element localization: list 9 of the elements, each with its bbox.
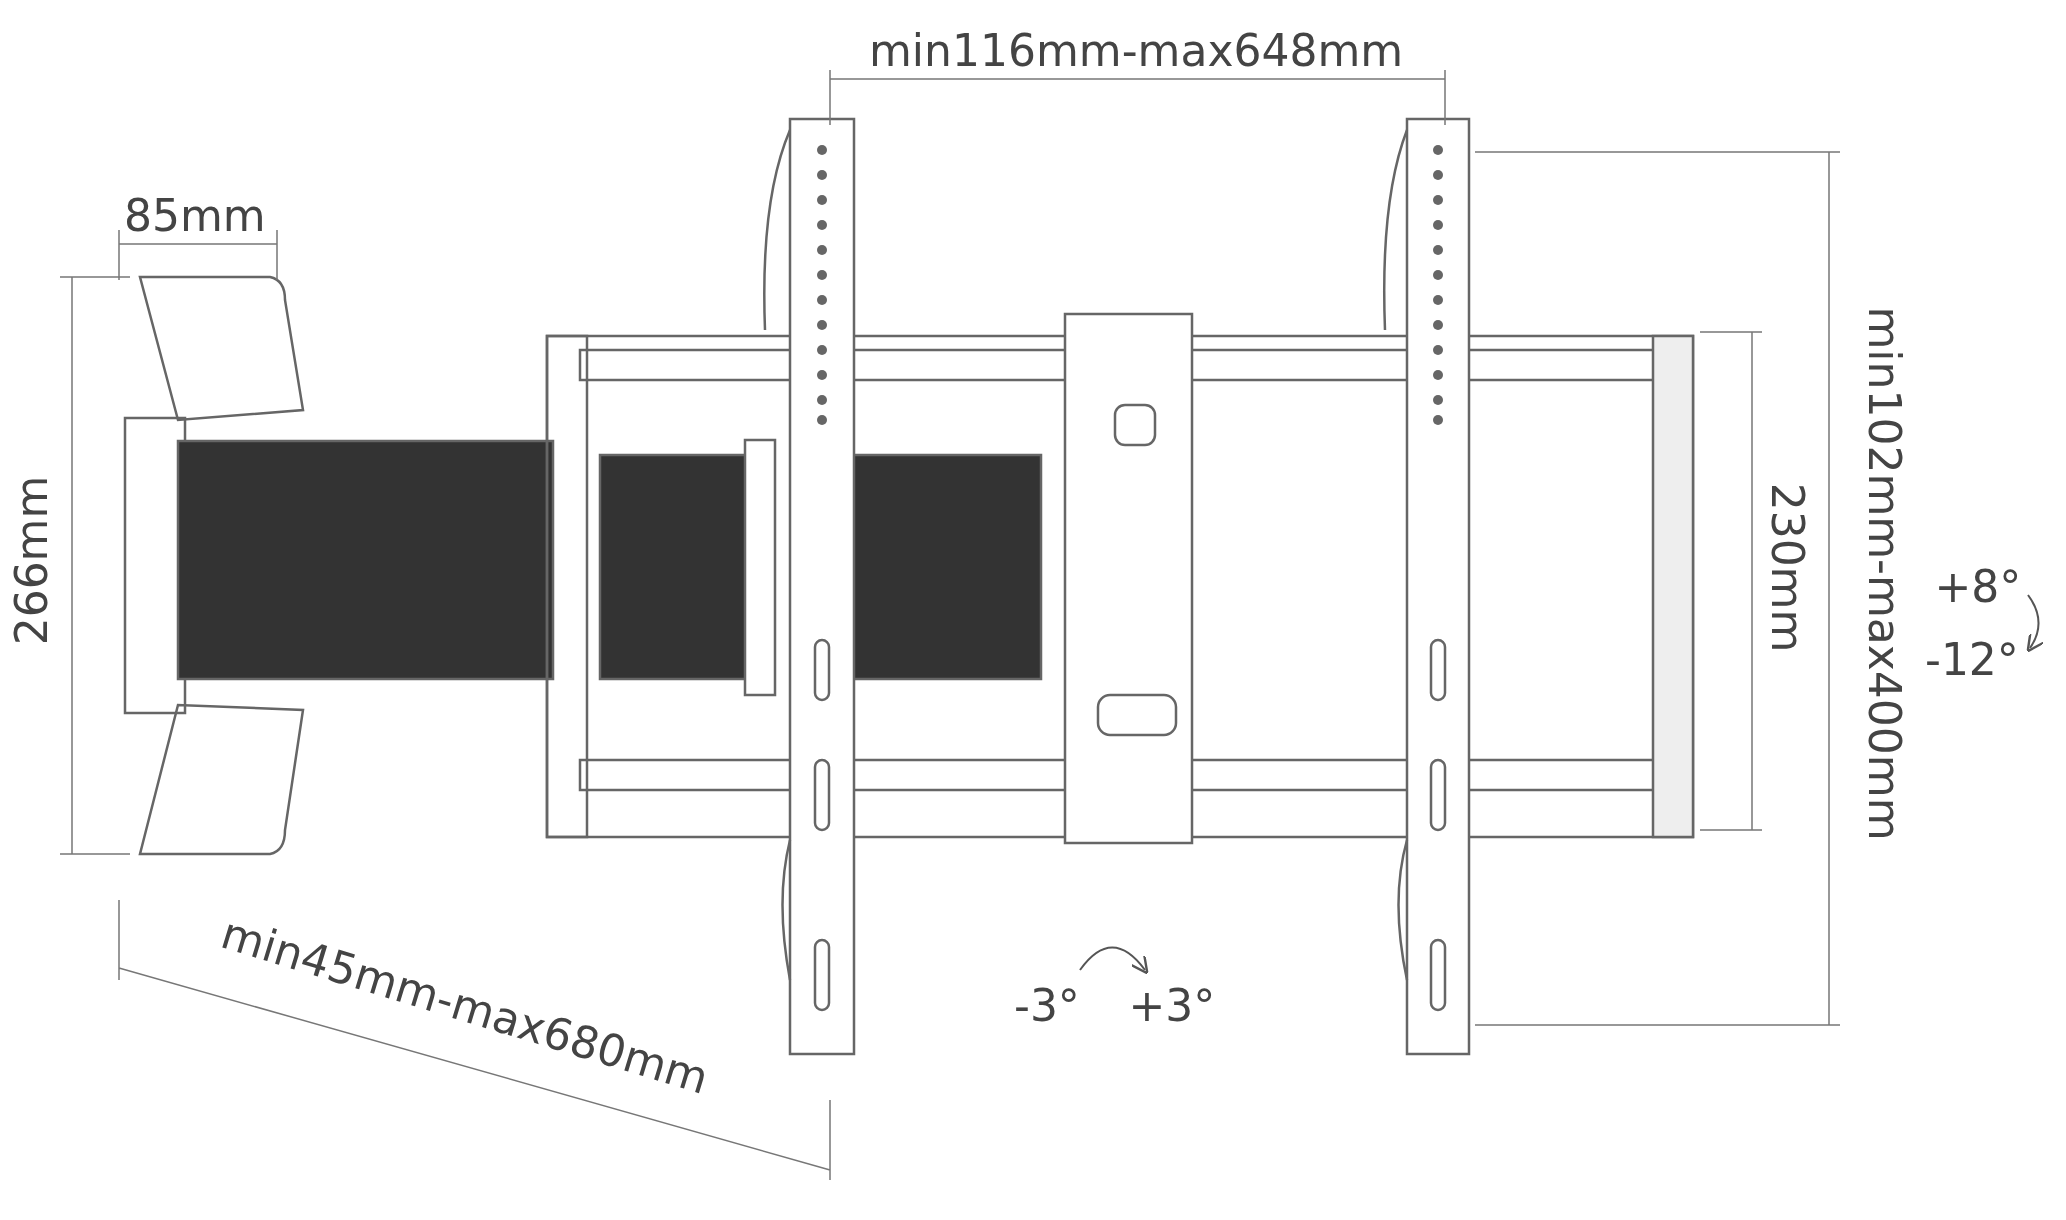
angle-label: +3°	[1128, 979, 1216, 1031]
dimension-label: min116mm-max648mm	[869, 24, 1404, 76]
dimension-label: 266mm	[6, 475, 58, 645]
dimension-label: 230mm	[1762, 482, 1814, 652]
angle-label: -12°	[1925, 633, 2019, 685]
dimension-label: min102mm-max400mm	[1858, 305, 1910, 841]
dimension-label: 85mm	[124, 189, 266, 241]
angle-label: -3°	[1014, 979, 1080, 1031]
angle-label: +8°	[1934, 560, 2022, 612]
